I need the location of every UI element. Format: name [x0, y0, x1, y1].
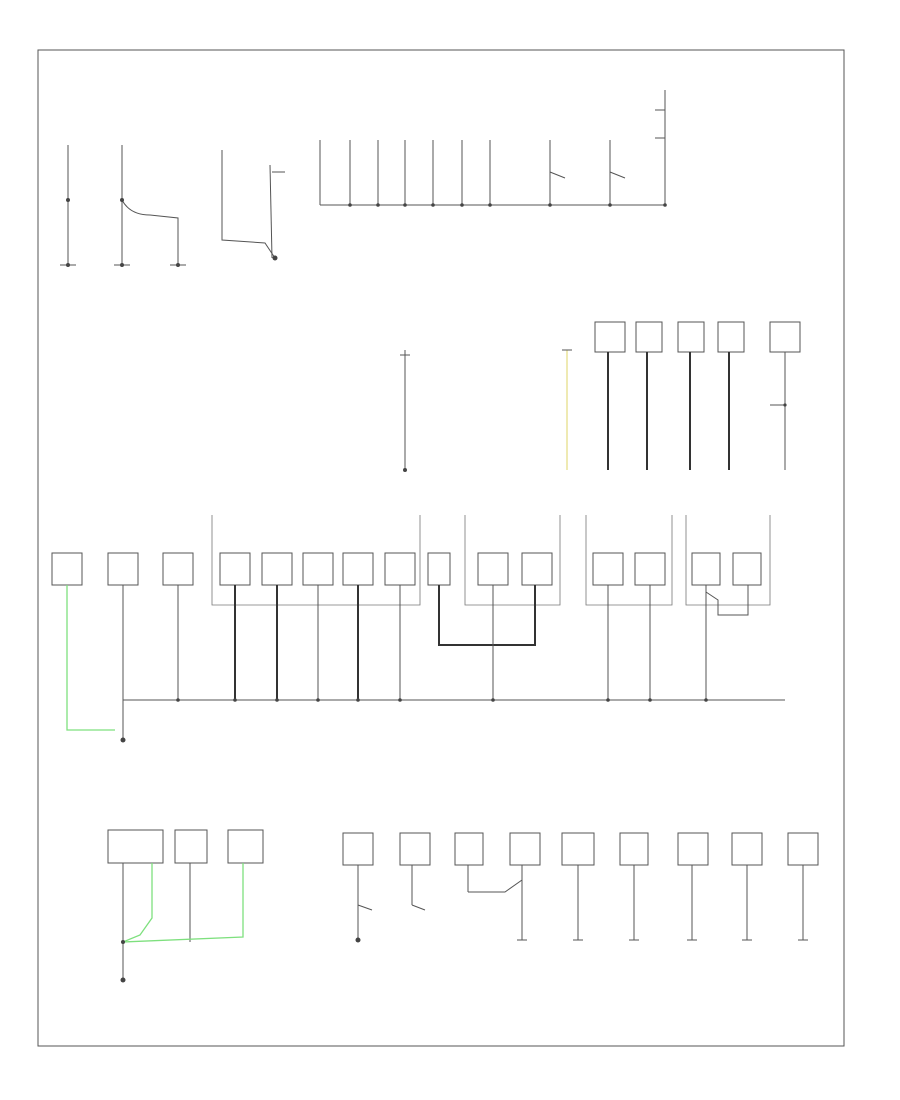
diagram-border [37, 49, 845, 1047]
wires-to-lower-bus [66, 585, 749, 731]
component-group-bottom-right [342, 832, 819, 943]
component-row-middle [51, 552, 762, 586]
component-group-bottom-left [107, 829, 264, 983]
bottom-section [107, 829, 819, 983]
component-group-right [562, 321, 801, 470]
component-top-left-2 [114, 145, 186, 267]
middle-upper-section [400, 321, 801, 472]
splice-top-center [221, 150, 285, 261]
top-section [60, 90, 667, 267]
middle-lower-section [51, 515, 785, 743]
bus-lower [120, 698, 785, 743]
component-top-left-1 [60, 145, 76, 267]
bus-top [319, 90, 667, 207]
component-center-ground [400, 350, 410, 472]
